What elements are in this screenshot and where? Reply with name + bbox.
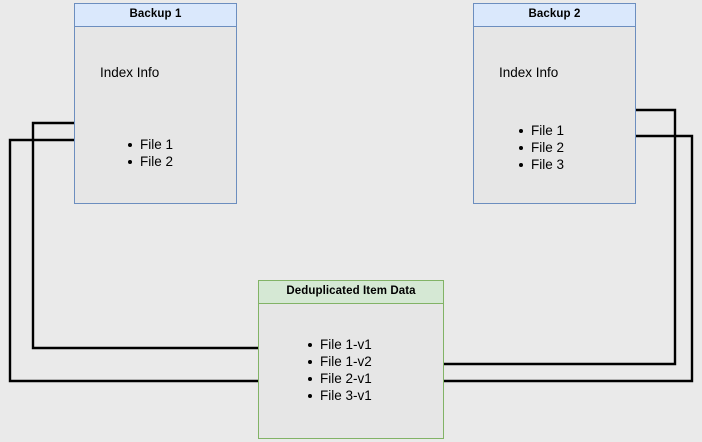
backup-1-file-list: File 1 File 2 [127,136,173,170]
list-item[interactable]: File 1 [127,136,173,153]
list-item[interactable]: File 2-v1 [307,370,372,387]
list-item[interactable]: File 3-v1 [307,387,372,404]
node-deduplicated-item-data-header: Deduplicated Item Data [259,281,443,304]
node-backup-1-header: Backup 1 [75,4,236,27]
backup-2-file-list: File 1 File 2 File 3 [518,122,564,173]
list-item[interactable]: File 1 [518,122,564,139]
node-deduplicated-item-data[interactable]: Deduplicated Item Data File 1-v1 File 1-… [258,280,444,439]
node-backup-2-header: Backup 2 [474,4,635,27]
node-backup-2-body: Index Info File 1 File 2 File 3 [474,27,635,203]
node-backup-1[interactable]: Backup 1 Index Info File 1 File 2 [74,3,237,204]
list-item[interactable]: File 2 [127,153,173,170]
node-backup-2[interactable]: Backup 2 Index Info File 1 File 2 File 3 [473,3,636,204]
backup-2-index-info-label: Index Info [499,65,559,80]
list-item[interactable]: File 1-v1 [307,336,372,353]
backup-1-index-info-label: Index Info [100,65,160,80]
node-backup-1-body: Index Info File 1 File 2 [75,27,236,203]
node-deduplicated-item-data-body: File 1-v1 File 1-v2 File 2-v1 File 3-v1 [259,304,443,438]
dedup-file-list: File 1-v1 File 1-v2 File 2-v1 File 3-v1 [307,336,372,404]
list-item[interactable]: File 2 [518,139,564,156]
list-item[interactable]: File 3 [518,156,564,173]
list-item[interactable]: File 1-v2 [307,353,372,370]
